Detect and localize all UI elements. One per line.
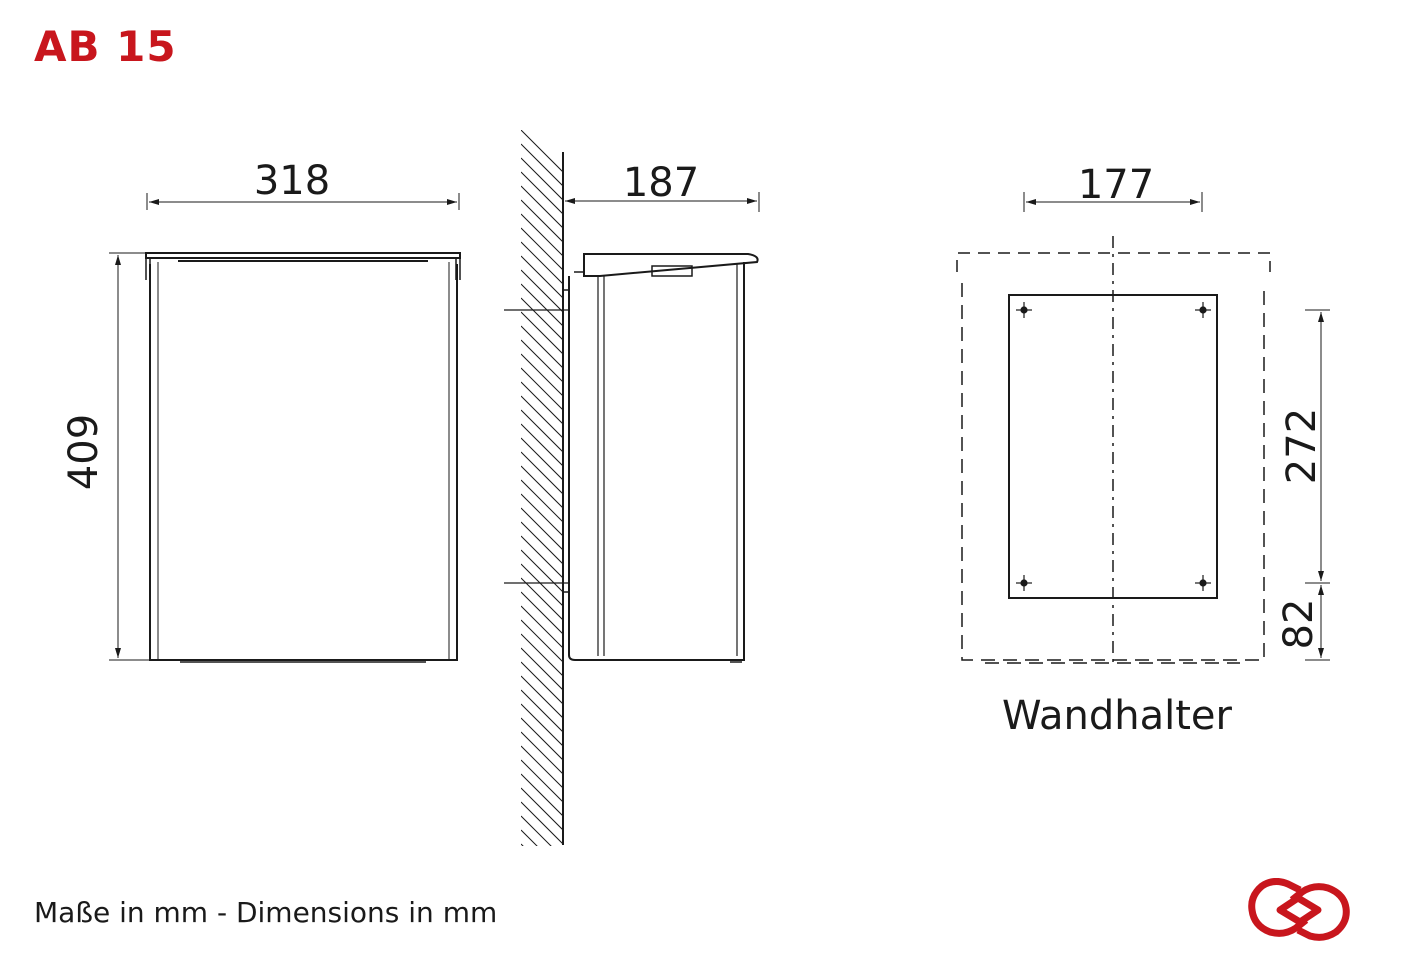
- hatch-line: [521, 535, 563, 579]
- screw-hole-icon: [1016, 302, 1032, 318]
- hatch-line: [521, 493, 563, 537]
- hatch-line: [521, 717, 563, 761]
- side-depth-label: 187: [623, 160, 699, 206]
- hatch-line: [521, 353, 563, 397]
- hatch-line: [521, 605, 563, 649]
- hatch-line: [521, 829, 538, 846]
- front-width-label: 318: [254, 158, 330, 204]
- hatch-line: [521, 339, 563, 383]
- hatch-line: [521, 213, 563, 257]
- hatch-line: [521, 437, 563, 481]
- hatch-line: [521, 409, 563, 453]
- hatch-line: [521, 395, 563, 439]
- wall-hatching: [521, 130, 563, 846]
- hatch-line: [521, 675, 563, 719]
- wall-holder-offset-label: 82: [1276, 599, 1322, 650]
- wall-holder-plate: [1008, 294, 1218, 599]
- hatch-line: [521, 549, 563, 593]
- hatch-line: [521, 241, 563, 285]
- hatch-line: [521, 423, 563, 467]
- hatch-line: [521, 325, 563, 369]
- wall-holder-height-label: 272: [1279, 408, 1325, 484]
- hatch-line: [521, 269, 563, 313]
- hatch-line: [521, 661, 563, 705]
- hatch-line: [521, 507, 563, 551]
- hatch-line: [521, 703, 563, 747]
- hatch-line: [521, 479, 563, 523]
- screw-hole-icon: [1195, 302, 1211, 318]
- hatch-line: [521, 563, 563, 607]
- hatch-line: [521, 185, 563, 229]
- hatch-line: [521, 773, 563, 817]
- hatch-line: [521, 633, 563, 677]
- units-note: Maße in mm - Dimensions in mm: [34, 896, 498, 929]
- hatch-line: [521, 465, 563, 509]
- hatch-line: [521, 227, 563, 271]
- side-view: [504, 130, 760, 846]
- hatch-line: [521, 311, 563, 355]
- hatch-line: [521, 297, 563, 341]
- hatch-line: [521, 787, 563, 831]
- hatch-line: [521, 647, 563, 691]
- wall-holder-view: [956, 192, 1330, 666]
- hatch-line: [521, 521, 563, 565]
- hatch-line: [521, 143, 563, 187]
- hatch-line: [521, 255, 563, 299]
- screw-hole-icon: [1016, 575, 1032, 591]
- hatch-line: [521, 619, 563, 663]
- hatch-line: [521, 759, 563, 803]
- hatch-line: [521, 381, 563, 425]
- screw-holes: [1016, 302, 1211, 591]
- hatch-line: [521, 577, 563, 621]
- wall-holder-caption: Wandhalter: [1002, 693, 1233, 739]
- hatch-line: [521, 843, 524, 846]
- brand-logo-icon: [1248, 878, 1350, 941]
- wall-holder-width-label: 177: [1078, 162, 1154, 208]
- hatch-line: [521, 199, 563, 243]
- hatch-line: [521, 157, 563, 201]
- screw-hole-icon: [1195, 575, 1211, 591]
- hatch-line: [521, 283, 563, 327]
- hatch-line: [521, 451, 563, 495]
- front-view: [109, 193, 461, 663]
- hatch-line: [521, 815, 552, 846]
- hatch-line: [521, 591, 563, 635]
- hatch-line: [521, 731, 563, 775]
- page-title: AB 15: [34, 22, 177, 71]
- hatch-line: [521, 745, 563, 789]
- hatch-line: [521, 801, 563, 845]
- hatch-line: [521, 171, 563, 215]
- front-height-label: 409: [61, 414, 107, 490]
- hatch-line: [521, 689, 563, 733]
- hatch-line: [521, 130, 563, 173]
- hatch-line: [521, 367, 563, 411]
